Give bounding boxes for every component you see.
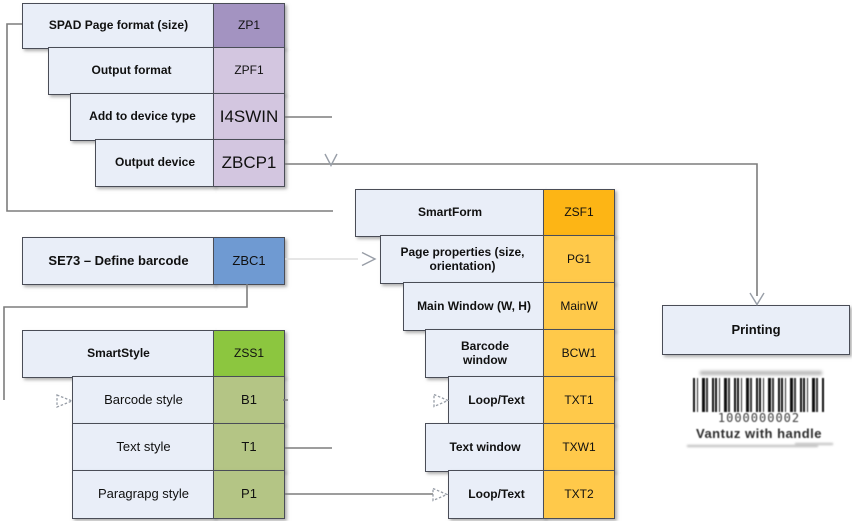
arrowhead-barcode-style-icon bbox=[56, 394, 74, 408]
barcode-style-code: B1 bbox=[213, 376, 285, 425]
arrowhead-mid-down-icon bbox=[324, 153, 338, 168]
barcode-image bbox=[693, 378, 825, 412]
arrowhead-pageprops-icon bbox=[361, 251, 377, 267]
add-to-device-type-code: I4SWIN bbox=[213, 93, 285, 141]
output-format-code: ZPF1 bbox=[213, 47, 285, 95]
text-window-code: TXW1 bbox=[543, 423, 615, 472]
text-style-code: T1 bbox=[213, 423, 285, 472]
text-style-label: Text style bbox=[72, 423, 215, 472]
text-window-label: Text window bbox=[425, 423, 545, 472]
se73-define-barcode-label: SE73 – Define barcode bbox=[22, 237, 215, 285]
se73-define-barcode-code: ZBC1 bbox=[213, 237, 285, 285]
main-window-code: MainW bbox=[543, 282, 615, 331]
output-format-label: Output format bbox=[48, 47, 215, 95]
page-properties-code: PG1 bbox=[543, 235, 615, 284]
arrowhead-looptext2-icon bbox=[432, 487, 449, 502]
printing-box: Printing bbox=[662, 305, 850, 355]
spad-page-format-code: ZP1 bbox=[213, 3, 285, 49]
smartstyle-label: SmartStyle bbox=[22, 330, 215, 378]
barcode-window-code: BCW1 bbox=[543, 329, 615, 378]
barcode-window-label: Barcode window bbox=[425, 329, 545, 378]
barcode-photo-edge-top bbox=[700, 371, 822, 375]
paragraph-style-label: Paragrapg style bbox=[72, 470, 215, 519]
output-device-code: ZBCP1 bbox=[213, 139, 285, 187]
arrowhead-printing-down-icon bbox=[749, 292, 765, 306]
add-to-device-type-label: Add to device type bbox=[70, 93, 215, 141]
barcode-caption: Vantuz with handle bbox=[695, 426, 822, 441]
spad-page-format-label: SPAD Page format (size) bbox=[22, 3, 215, 49]
barcode-number: 1000000002 bbox=[717, 411, 801, 425]
barcode-photo-edge-bottom2 bbox=[795, 443, 833, 445]
paragraph-style-code: P1 bbox=[213, 470, 285, 519]
page-properties-label: Page properties (size, orientation) bbox=[380, 235, 545, 284]
output-device-label: Output device bbox=[95, 139, 215, 187]
barcode-style-label: Barcode style bbox=[72, 376, 215, 425]
smartstyle-code: ZSS1 bbox=[213, 330, 285, 378]
smartform-code: ZSF1 bbox=[543, 189, 615, 237]
loop-text-2-code: TXT2 bbox=[543, 470, 615, 519]
smartform-label: SmartForm bbox=[355, 189, 545, 237]
arrowhead-looptext1-icon bbox=[433, 393, 450, 408]
loop-text-1-code: TXT1 bbox=[543, 376, 615, 425]
loop-text-1-label: Loop/Text bbox=[448, 376, 545, 425]
main-window-label: Main Window (W, H) bbox=[403, 282, 545, 331]
barcode-photo-edge-bottom bbox=[687, 445, 818, 447]
loop-text-2-label: Loop/Text bbox=[448, 470, 545, 519]
